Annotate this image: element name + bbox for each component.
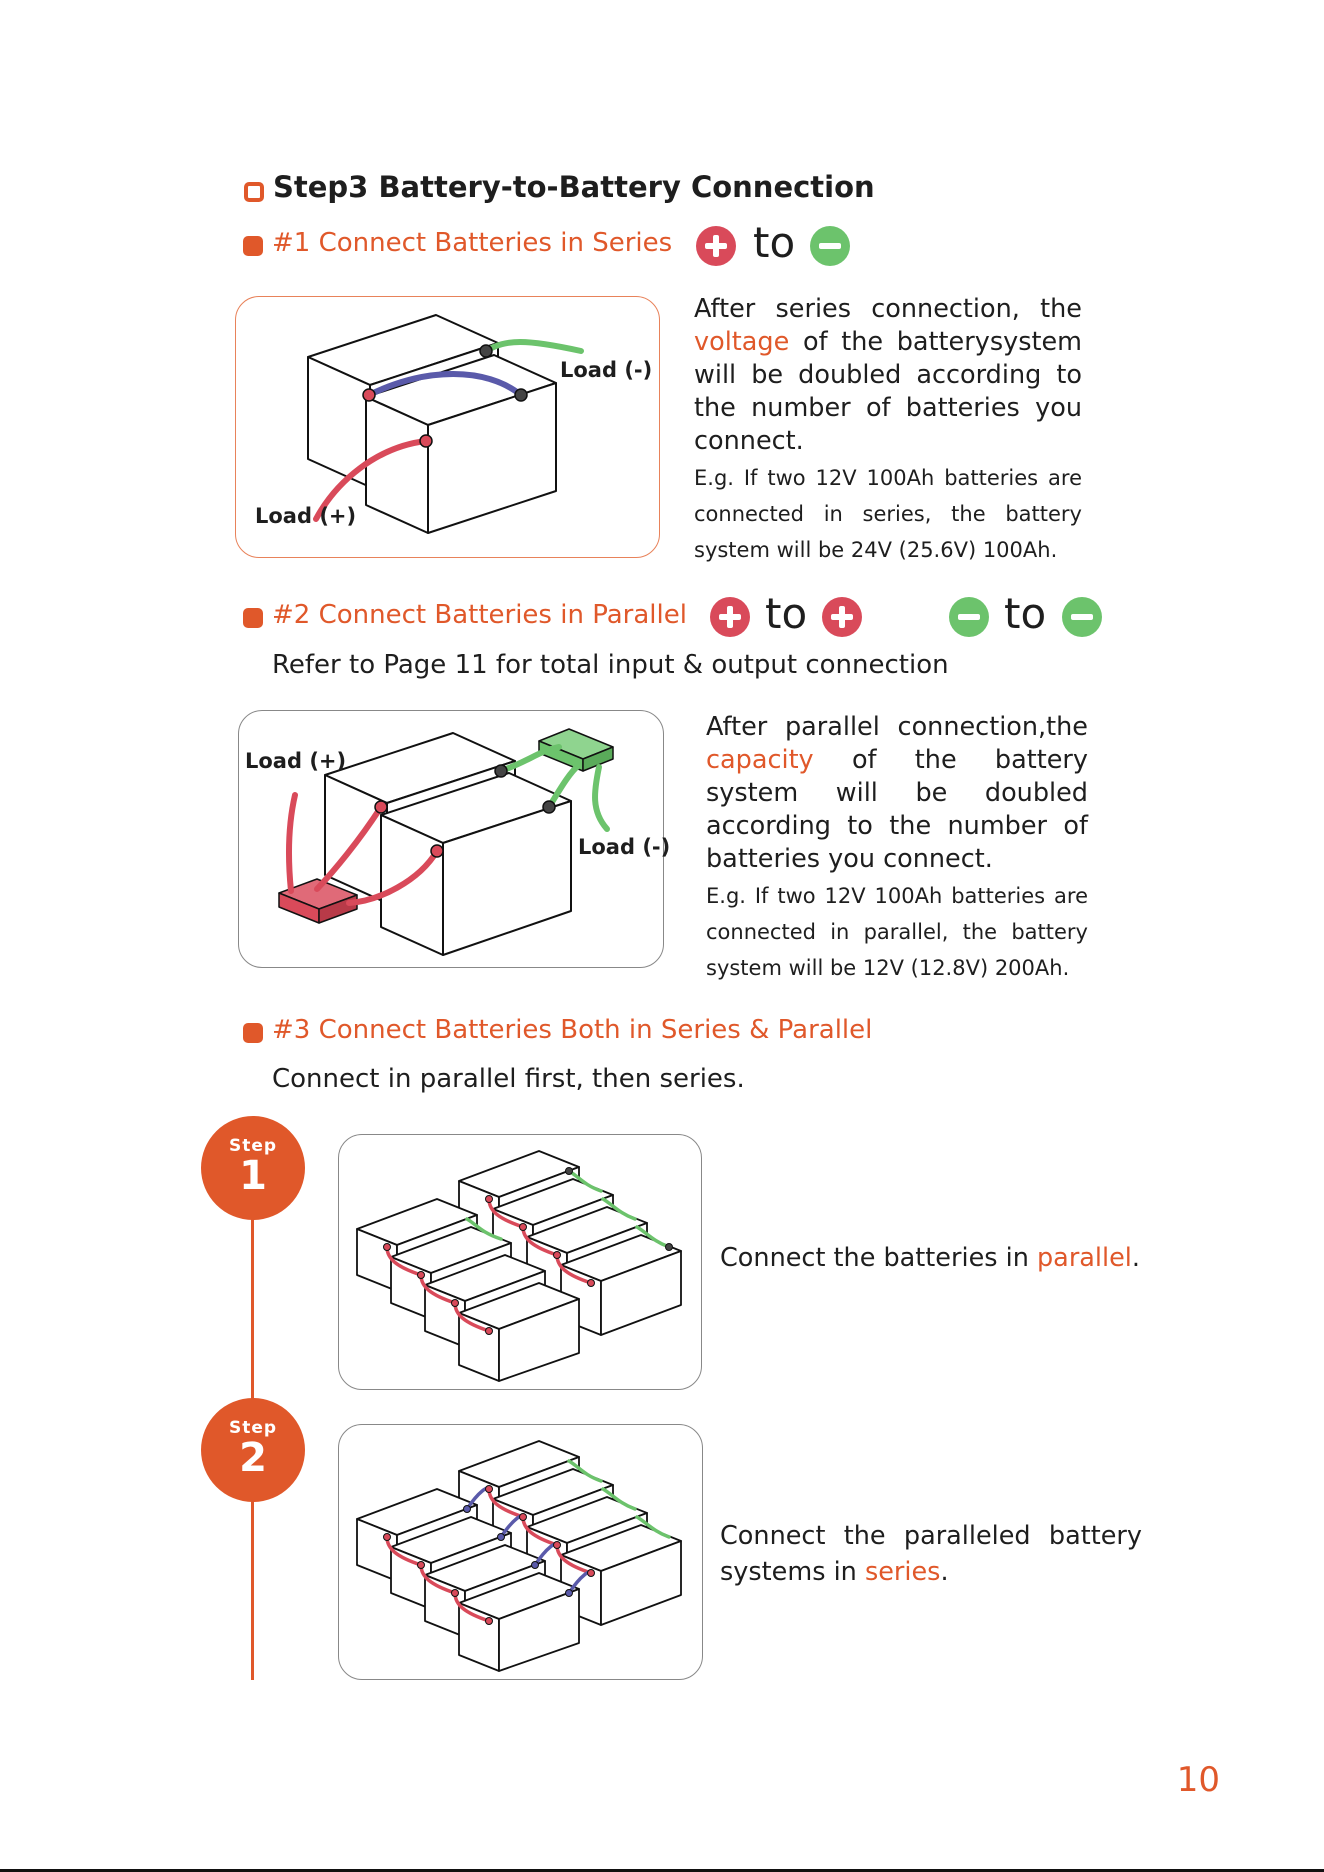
parallel-description: After parallel connection,the capacity o… [706, 711, 1088, 986]
step-2-text: Connect the paralleled battery systems i… [720, 1521, 1142, 1587]
parallel-paragraph: After parallel connection,the capacity o… [706, 712, 1088, 874]
series-example: E.g. If two 12V 100Ah batteries are conn… [694, 466, 1082, 562]
series-parallel-illustration [356, 1440, 682, 1672]
plus-icon [822, 597, 862, 637]
section-bullet-icon [243, 236, 263, 256]
to-label: to [1004, 589, 1047, 638]
section-bullet-icon [243, 608, 263, 628]
series-keyword: voltage [694, 327, 790, 357]
series-description: After series connection, the voltage of … [694, 293, 1082, 568]
plus-icon [696, 226, 736, 266]
series-heading: #1 Connect Batteries in Series [272, 228, 673, 258]
parallel-heading: #2 Connect Batteries in Parallel [272, 600, 687, 630]
series-load-pos-label: Load (+) [255, 504, 357, 528]
parallel-diagram [238, 710, 664, 968]
step-2-diagram [338, 1424, 703, 1680]
to-label: to [765, 589, 808, 638]
parallel-battery-illustration [278, 728, 614, 956]
step-1-diagram [338, 1134, 702, 1390]
series-battery-illustration [307, 314, 584, 534]
minus-icon [1062, 597, 1102, 637]
plus-icon [710, 597, 750, 637]
bottom-rule [0, 1869, 1324, 1872]
series-load-neg-label: Load (-) [560, 358, 653, 382]
step-2-keyword: series [864, 1557, 941, 1587]
page-title: Step3 Battery-to-Battery Connection [273, 170, 875, 204]
to-label: to [753, 218, 796, 267]
parallel-load-pos-label: Load (+) [245, 749, 347, 773]
step-1-keyword: parallel [1037, 1243, 1132, 1273]
both-subtitle: Connect in parallel first, then series. [272, 1064, 745, 1094]
section-bullet-icon [243, 1023, 263, 1043]
both-heading: #3 Connect Batteries Both in Series & Pa… [272, 1015, 873, 1045]
minus-icon [949, 597, 989, 637]
parallel-keyword: capacity [706, 745, 814, 775]
step-1-text: Connect the batteries in parallel. [720, 1243, 1140, 1273]
step-2-badge: Step 2 [201, 1398, 305, 1502]
parallel-load-neg-label: Load (-) [578, 835, 671, 859]
series-diagram [235, 296, 660, 558]
page-number: 10 [1176, 1760, 1220, 1800]
parallel-group-illustration [356, 1150, 682, 1382]
title-square-icon [244, 182, 264, 202]
parallel-example: E.g. If two 12V 100Ah batteries are conn… [706, 884, 1088, 980]
series-paragraph: After series connection, the voltage of … [694, 294, 1083, 456]
minus-icon [810, 226, 850, 266]
step-1-badge: Step 1 [201, 1116, 305, 1220]
parallel-refer-text: Refer to Page 11 for total input & outpu… [272, 650, 949, 680]
